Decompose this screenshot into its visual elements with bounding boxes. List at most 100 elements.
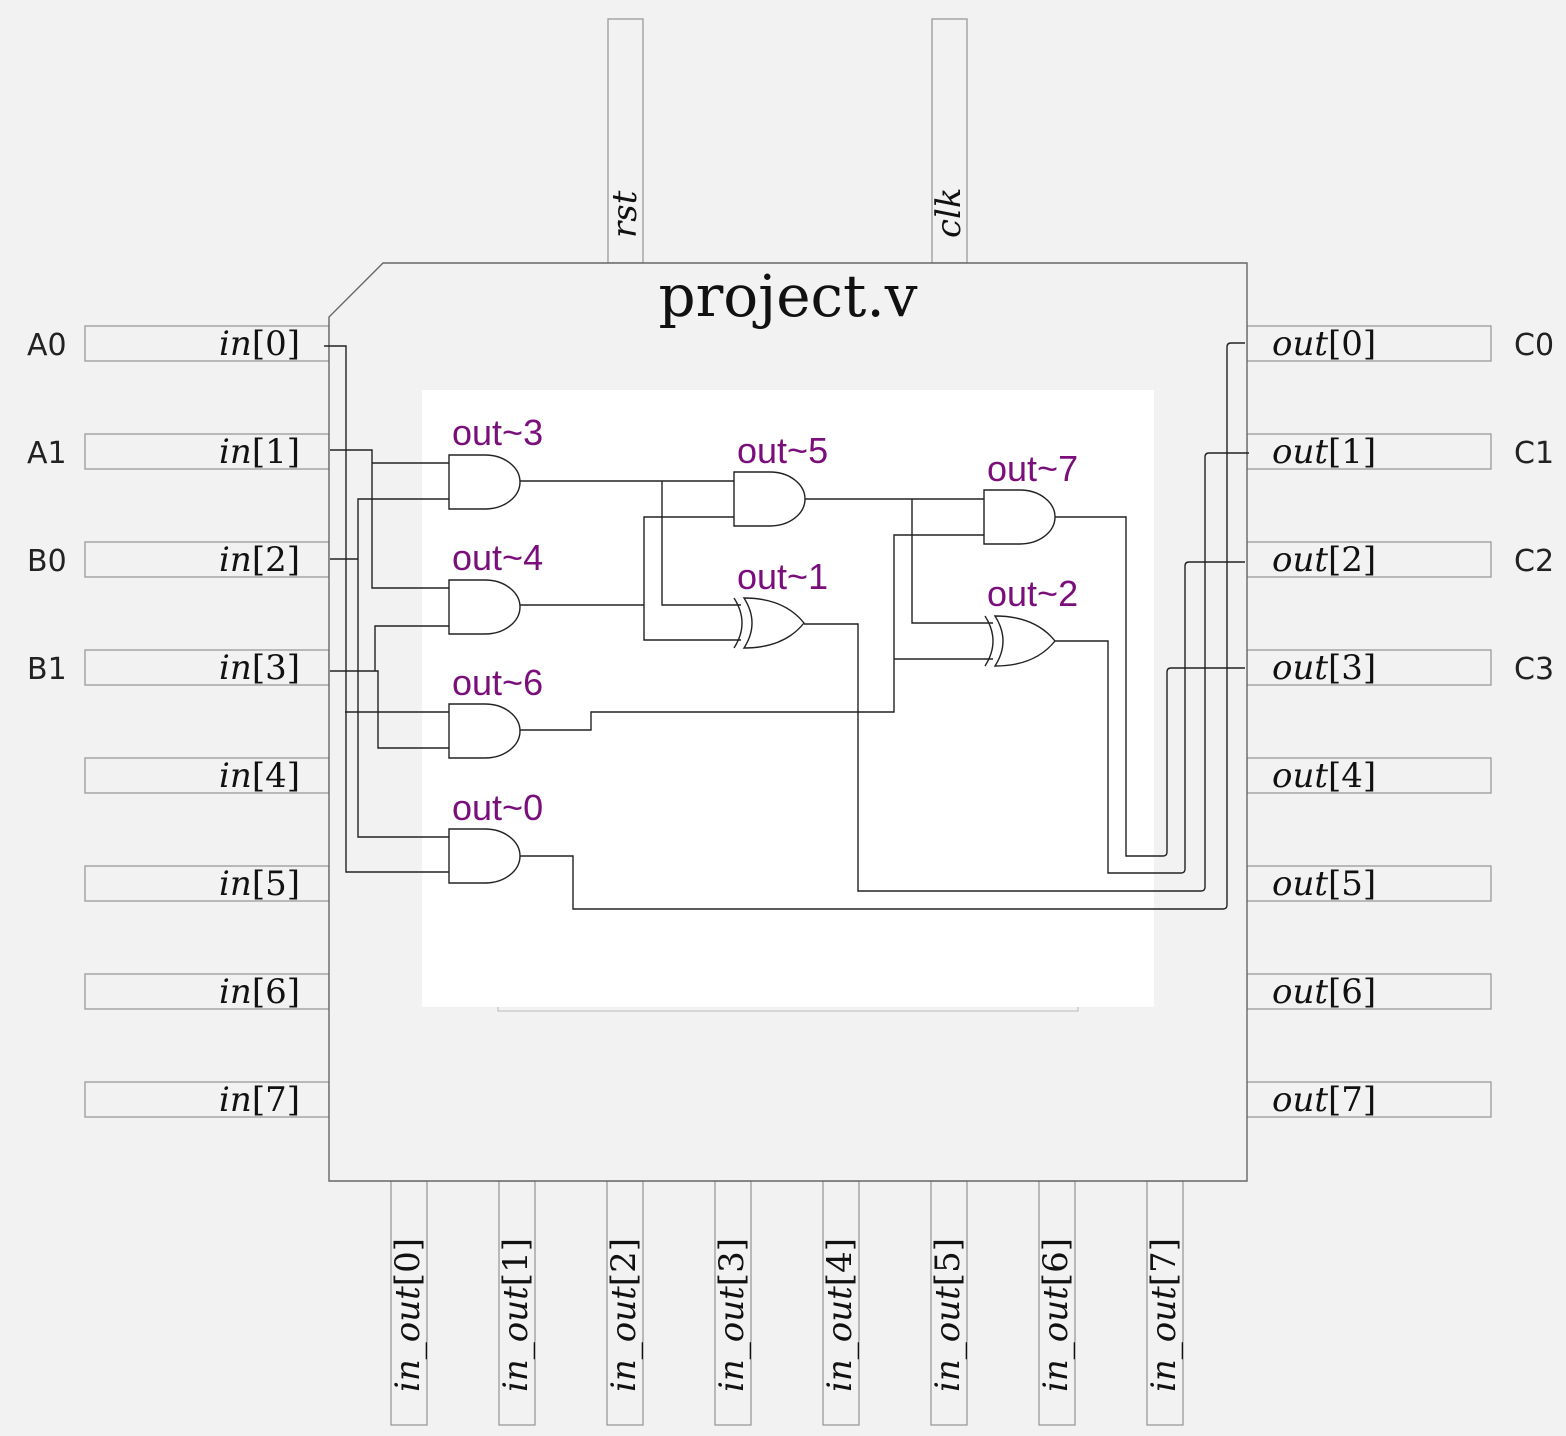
in-out-pin-label-2: in_out[2] <box>604 1238 644 1392</box>
clk-pin-label: clk <box>929 187 969 238</box>
signal-label-A0: A0 <box>27 328 67 363</box>
signal-label-C3: C3 <box>1514 652 1554 687</box>
out-pin-label-1: out[1] <box>1272 432 1376 472</box>
in-out-pin-label-0: in_out[0] <box>388 1238 428 1392</box>
wire-out6 <box>520 534 993 731</box>
in-pin-label-7: in[7] <box>219 1080 300 1120</box>
out-pin-label-6: out[6] <box>1272 972 1376 1012</box>
gate-label: out~6 <box>452 662 543 703</box>
gate-out7: out~7 <box>983 448 1078 545</box>
gate-label: out~7 <box>987 448 1078 489</box>
in-pin-label-5: in[5] <box>219 864 300 904</box>
gate-out1: out~1 <box>733 556 828 649</box>
top-pins: rst clk <box>605 18 969 264</box>
out-pin-label-7: out[7] <box>1272 1080 1376 1120</box>
in-out-pin-5 <box>930 1180 968 1426</box>
and-gate-symbol <box>448 828 521 884</box>
left-pins: in[0] A0 in[1] A1 in[2] B0 in[3] B1 in[4] in[5] in… <box>27 324 330 1120</box>
gate-out2: out~2 <box>984 573 1078 667</box>
in-pin-label-4: in[4] <box>219 756 300 796</box>
in-pin-label-0: in[0] <box>219 324 300 364</box>
signal-label-C1: C1 <box>1514 436 1554 471</box>
signal-label-C2: C2 <box>1514 544 1554 579</box>
wire-in2 <box>330 498 449 838</box>
and-gate-symbol <box>733 471 806 527</box>
and-gate-symbol <box>448 579 521 635</box>
in-pin-4 <box>84 757 330 794</box>
chip-title: project.v <box>658 262 917 330</box>
gate-label: out~0 <box>452 787 543 828</box>
in-out-pin-7 <box>1146 1180 1184 1426</box>
out-pin-2 <box>1246 541 1492 578</box>
gate-out5: out~5 <box>733 430 828 527</box>
in-pin-label-2: in[2] <box>219 540 300 580</box>
wire-in0 <box>324 345 449 873</box>
out-pin-label-0: out[0] <box>1272 324 1376 364</box>
gate-label: out~2 <box>987 573 1078 614</box>
xor-gate-input-arc <box>733 597 743 649</box>
out-pin-0 <box>1246 325 1492 362</box>
in-out-pin-label-1: in_out[1] <box>496 1238 536 1392</box>
and-gate-symbol <box>448 703 521 759</box>
clk-pin <box>931 18 968 264</box>
rst-pin <box>607 18 644 264</box>
out-pin-label-2: out[2] <box>1272 540 1376 580</box>
out-pin-1 <box>1246 433 1492 470</box>
gate-label: out~4 <box>452 537 543 578</box>
in-pin-3 <box>84 649 330 686</box>
gate-out4: out~4 <box>448 537 543 635</box>
gate-out3: out~3 <box>448 412 543 510</box>
in-pin-6 <box>84 973 330 1010</box>
rst-pin-label: rst <box>605 190 645 238</box>
wire-out0 <box>520 342 1245 910</box>
in-out-pin-label-3: in_out[3] <box>712 1238 752 1392</box>
in-pin-label-3: in[3] <box>219 648 300 688</box>
out-pin-label-5: out[5] <box>1272 864 1376 904</box>
in-out-pin-6 <box>1038 1180 1076 1426</box>
wire-out3 <box>520 480 741 606</box>
xor-gate-symbol <box>742 597 805 649</box>
wire-in3 <box>330 625 449 749</box>
and-gate-symbol <box>983 489 1056 545</box>
in-out-pin-label-7: in_out[7] <box>1144 1238 1184 1392</box>
gate-label: out~1 <box>737 556 828 597</box>
gate-label: out~3 <box>452 412 543 453</box>
in-out-pin-label-5: in_out[5] <box>928 1238 968 1392</box>
xor-gate-input-arc <box>984 615 994 667</box>
in-pin-0 <box>84 325 330 362</box>
in-pin-5 <box>84 865 330 902</box>
out-pin-label-4: out[4] <box>1272 756 1376 796</box>
in-pin-2 <box>84 541 330 578</box>
xor-gate-symbol <box>993 615 1056 667</box>
wire-out2 <box>1055 561 1245 874</box>
out-pin-label-3: out[3] <box>1272 648 1376 688</box>
in-pin-label-1: in[1] <box>219 432 300 472</box>
wire-out7 <box>1055 516 1245 857</box>
gate-out0: out~0 <box>448 787 543 884</box>
wires <box>324 342 1249 910</box>
in-out-pin-0 <box>390 1180 428 1426</box>
in-out-pin-label-6: in_out[6] <box>1036 1238 1076 1392</box>
and-gate-symbol <box>448 454 521 510</box>
signal-label-C0: C0 <box>1514 328 1554 363</box>
signal-label-A1: A1 <box>27 436 67 471</box>
signal-label-B1: B1 <box>27 652 67 687</box>
wire-out1 <box>804 452 1249 892</box>
gate-out6: out~6 <box>448 662 543 759</box>
in-out-pin-1 <box>498 1180 536 1426</box>
in-pin-label-6: in[6] <box>219 972 300 1012</box>
in-pin-7 <box>84 1081 330 1118</box>
bottom-pins: in_out[0] in_out[1] in_out[2] in_out[3] in_o… <box>388 1180 1184 1426</box>
wire-out5 <box>805 498 993 624</box>
out-pin-4 <box>1246 757 1492 794</box>
in-out-pin-4 <box>822 1180 860 1426</box>
in-out-pin-2 <box>606 1180 644 1426</box>
out-pin-3 <box>1246 649 1492 686</box>
gate-label: out~5 <box>737 430 828 471</box>
right-pins: out[0] C0 out[1] C1 out[2] C2 out[3] C3 out[4] ou… <box>1246 324 1554 1120</box>
wire-in1 <box>330 449 449 589</box>
wire-out4 <box>520 516 741 641</box>
in-out-pin-label-4: in_out[4] <box>820 1238 860 1392</box>
signal-label-B0: B0 <box>27 544 67 579</box>
